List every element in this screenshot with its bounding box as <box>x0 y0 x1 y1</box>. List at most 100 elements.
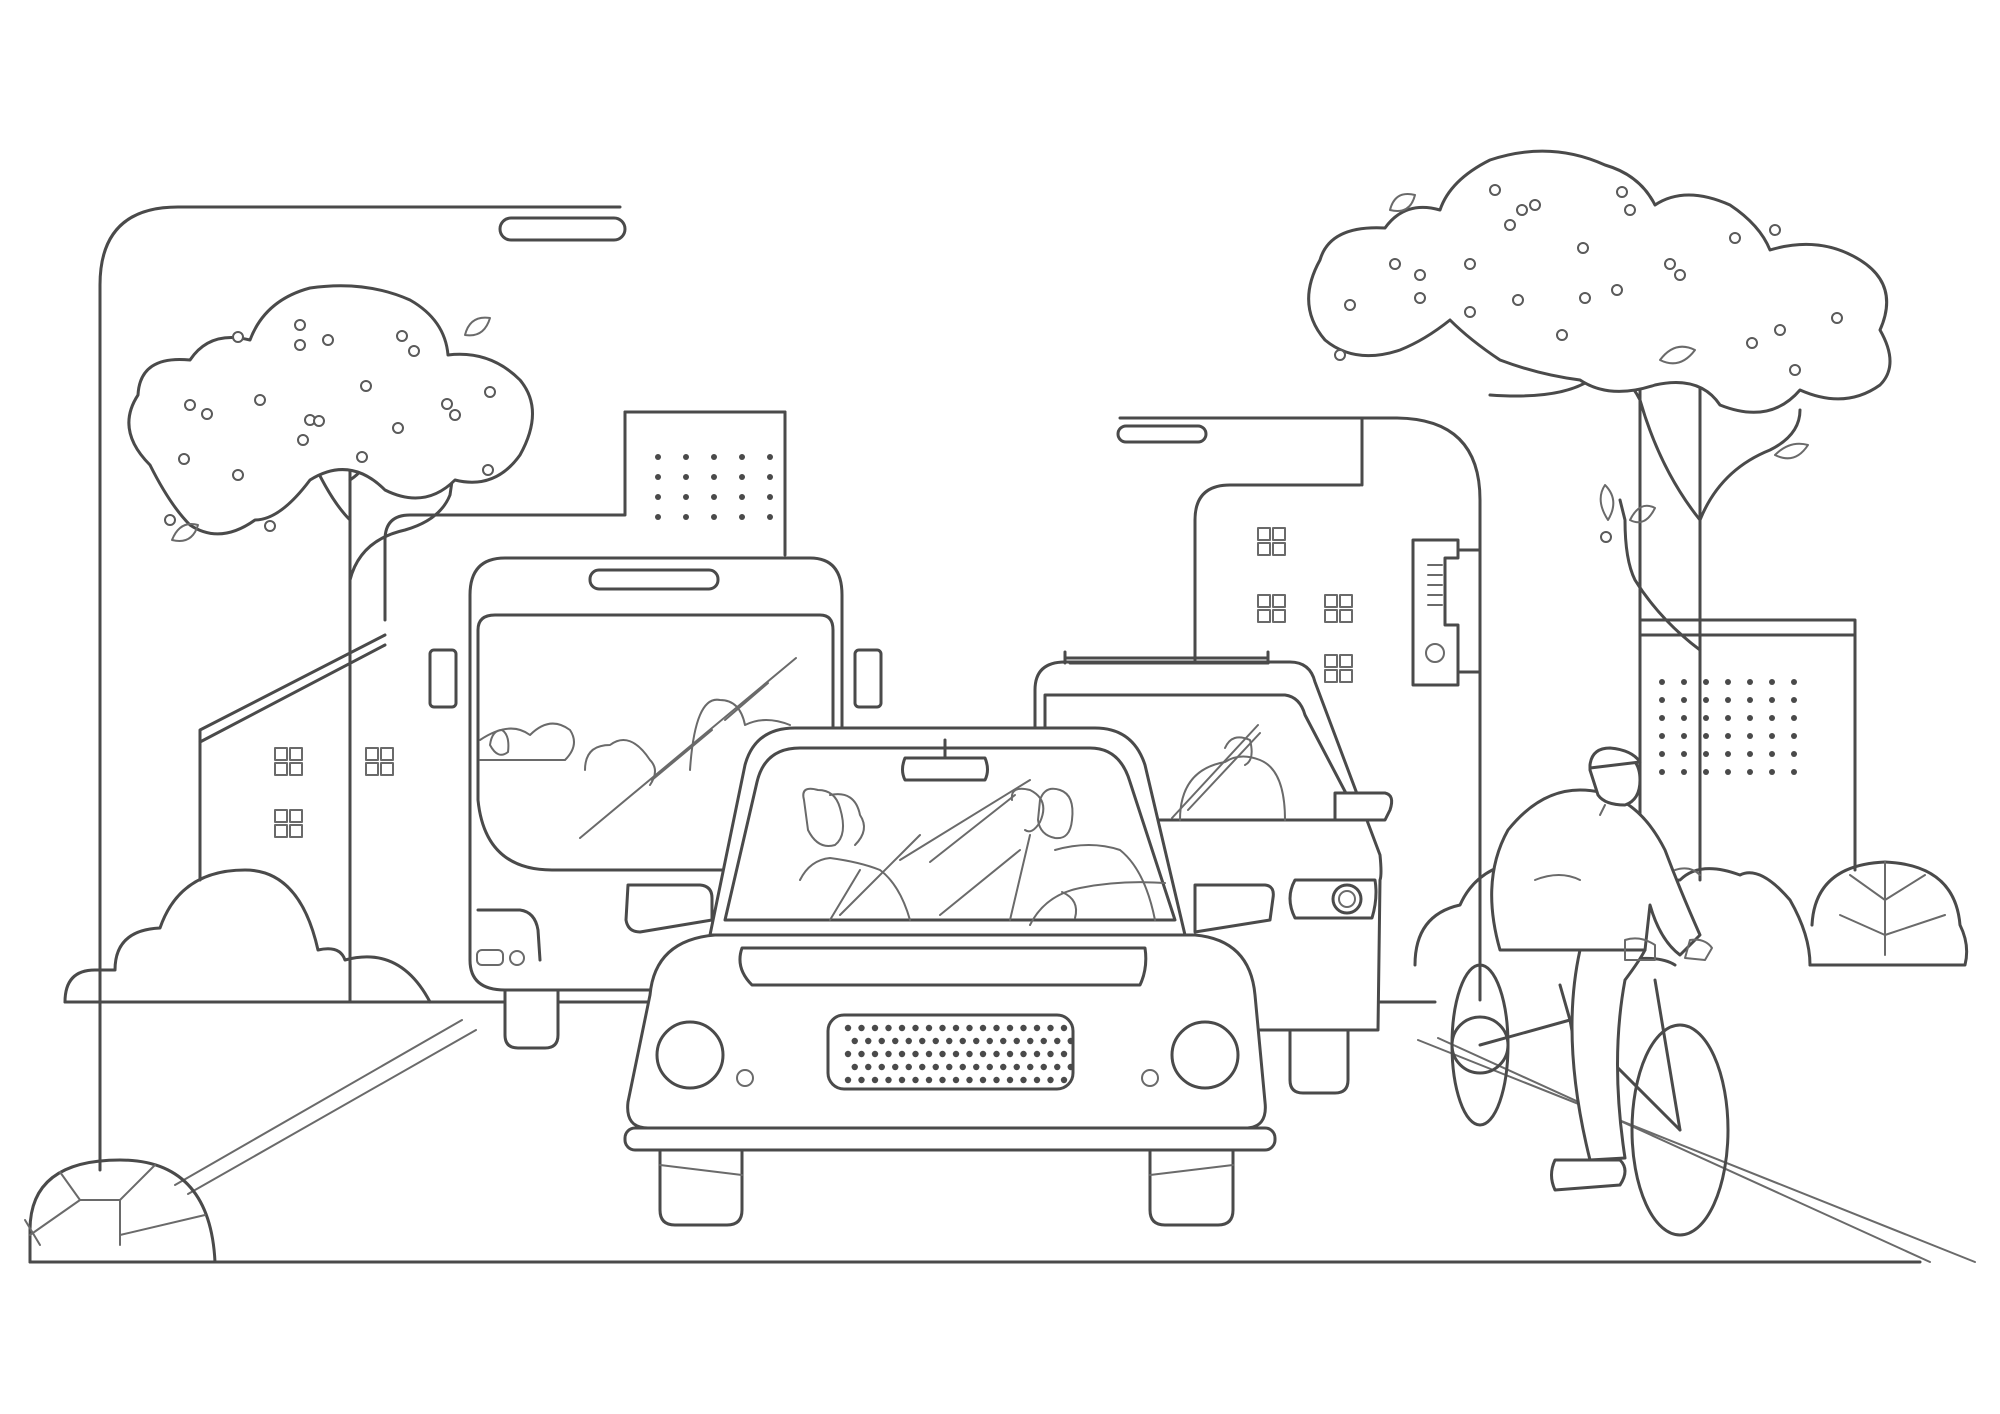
pattern-dot <box>979 1050 987 1058</box>
pattern-dot <box>939 1050 946 1058</box>
pattern-dot <box>1725 769 1731 775</box>
pattern-dot <box>858 1050 865 1058</box>
leaf <box>171 523 199 542</box>
pattern-dot <box>655 454 661 460</box>
sedan-driver-head <box>1224 736 1253 766</box>
window-grid <box>274 747 394 838</box>
pattern-dot <box>898 1076 906 1084</box>
pattern-dot <box>1047 1024 1054 1032</box>
pattern-dot <box>858 1024 865 1032</box>
pattern-dot <box>1006 1076 1014 1084</box>
pattern-dot <box>946 1063 953 1071</box>
bus-sign <box>588 568 720 591</box>
pattern-dot <box>1659 697 1665 703</box>
pattern-dot <box>1013 1063 1020 1071</box>
pattern-dot <box>1769 733 1775 739</box>
pattern-dot <box>892 1037 899 1045</box>
pattern-dot <box>1060 1024 1068 1032</box>
pattern-dot <box>993 1076 1000 1084</box>
pattern-dot <box>739 514 745 520</box>
pattern-dot <box>973 1037 980 1045</box>
pattern-dot <box>905 1037 912 1045</box>
pattern-dot <box>1725 733 1731 739</box>
pattern-dot <box>939 1024 946 1032</box>
pattern-dot <box>1791 697 1797 703</box>
sedan-mirror <box>1333 791 1394 822</box>
pattern-dot <box>767 454 773 460</box>
car-bumper <box>623 1126 1277 1152</box>
leaf <box>1659 345 1696 365</box>
pattern-dot <box>1681 697 1687 703</box>
car-grille <box>826 1013 1075 1091</box>
pattern-dot <box>739 474 745 480</box>
pattern-dot <box>1769 751 1775 757</box>
pattern-dot <box>898 1024 906 1032</box>
pattern-dot <box>1769 769 1775 775</box>
cyclist-hand <box>1684 938 1713 961</box>
pattern-dot <box>1659 769 1665 775</box>
bus-passengers-silhouette <box>479 722 575 761</box>
pattern-dot <box>1703 769 1709 775</box>
car-mirror-left <box>624 883 714 934</box>
pattern-dot <box>1725 679 1731 685</box>
pattern-dot <box>885 1050 892 1058</box>
pattern-dot <box>858 1076 865 1084</box>
traffic-light <box>1411 538 1482 687</box>
leaf <box>1629 504 1656 524</box>
building-left-low <box>198 633 394 882</box>
pattern-dot <box>655 514 661 520</box>
bus-mirror-right <box>853 648 883 709</box>
grille-pattern <box>844 1024 1074 1084</box>
pattern-dot <box>925 1076 933 1084</box>
pattern-dot <box>919 1063 926 1071</box>
pattern-dot <box>925 1024 933 1032</box>
pattern-dot <box>1725 715 1731 721</box>
pattern-dot <box>865 1037 872 1045</box>
street-lamp-left <box>98 205 627 1172</box>
cyclist-shoe <box>1550 1158 1627 1192</box>
pattern-dot <box>1747 769 1753 775</box>
pattern-dot <box>892 1063 899 1071</box>
pattern-dot <box>683 454 689 460</box>
pattern-dot <box>885 1076 892 1084</box>
pattern-dot <box>898 1050 906 1058</box>
rearview-mirror <box>901 756 989 782</box>
pattern-dot <box>767 494 773 500</box>
pattern-dot <box>1769 697 1775 703</box>
pattern-dot <box>739 454 745 460</box>
pattern-dot <box>1027 1037 1034 1045</box>
pattern-dot <box>1747 679 1753 685</box>
pattern-dot <box>683 514 689 520</box>
pattern-dot <box>655 494 661 500</box>
pattern-dot <box>1060 1050 1068 1058</box>
pattern-dot <box>1791 679 1797 685</box>
cyclist-body <box>1490 788 1702 957</box>
pattern-dot <box>966 1050 973 1058</box>
tree-right <box>1307 149 1892 882</box>
pattern-dot <box>1659 733 1665 739</box>
pattern-dot <box>993 1050 1000 1058</box>
pattern-dot <box>1659 715 1665 721</box>
pattern-dot <box>871 1024 879 1032</box>
pattern-dot <box>1054 1037 1061 1045</box>
pattern-dot <box>1047 1050 1054 1058</box>
pattern-dot <box>878 1063 885 1071</box>
leaf <box>464 316 491 337</box>
sedan-windshield <box>1043 693 1362 822</box>
front-car <box>623 726 1277 1227</box>
pattern-dot <box>655 474 661 480</box>
bus-passengers-silhouette <box>584 739 656 786</box>
lamp-head <box>1116 424 1208 444</box>
pattern-dot <box>767 514 773 520</box>
pattern-dot <box>1033 1076 1041 1084</box>
street-lamp-right <box>1116 416 1482 1002</box>
leaf <box>1599 484 1615 521</box>
pattern-dot <box>711 454 717 460</box>
pattern-dot <box>1040 1063 1047 1071</box>
pattern-dot <box>1791 715 1797 721</box>
pattern-dot <box>1067 1037 1074 1045</box>
pattern-dot <box>711 514 717 520</box>
pattern-dot <box>1067 1063 1074 1071</box>
pattern-dot <box>1006 1024 1014 1032</box>
pattern-dot <box>844 1050 852 1058</box>
